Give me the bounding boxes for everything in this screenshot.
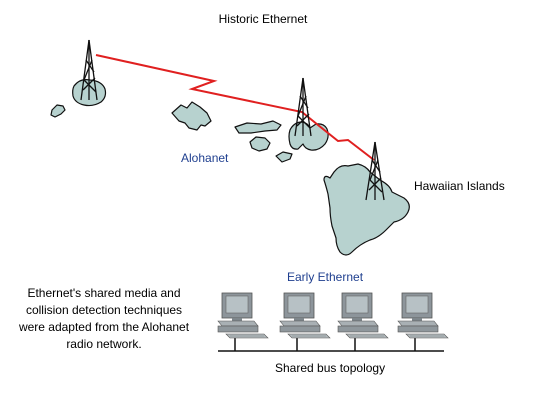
- island-niihau: [50, 104, 66, 118]
- alohanet-label: Alohanet: [181, 151, 229, 165]
- radio-tower-maui-icon: [294, 77, 312, 137]
- early-ethernet-label: Early Ethernet: [287, 270, 364, 284]
- hawaiian-islands-map: [50, 79, 410, 256]
- computer-4-icon: [397, 292, 449, 352]
- radio-tower-hawaii-icon: [365, 141, 385, 201]
- caption-note: Ethernet's shared media and collision de…: [18, 286, 190, 351]
- computer-1-icon: [217, 292, 269, 352]
- island-oahu: [171, 101, 212, 131]
- computer-2-icon: [279, 292, 331, 352]
- island-kahoolawe: [275, 151, 293, 163]
- computer-3-icon: [337, 292, 389, 352]
- diagram-title: Historic Ethernet: [0, 12, 534, 26]
- radio-tower-kauai-icon: [80, 39, 98, 101]
- island-lanai: [249, 136, 271, 152]
- shared-bus-label: Shared bus topology: [275, 361, 386, 375]
- radio-link-line: [95, 54, 375, 161]
- island-hawaii: [323, 163, 410, 256]
- island-molokai: [234, 120, 282, 134]
- diagram-title-text: Historic Ethernet: [218, 12, 308, 26]
- hawaiian-islands-label: Hawaiian Islands: [414, 179, 505, 193]
